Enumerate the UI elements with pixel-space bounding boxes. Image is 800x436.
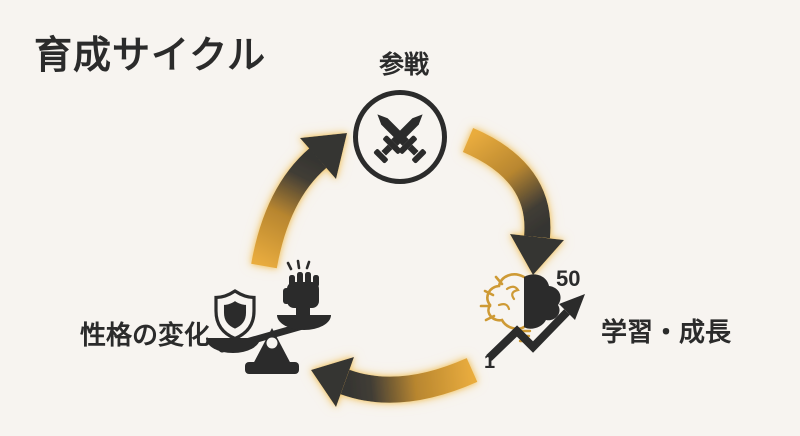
crossed-swords-icon	[353, 90, 447, 184]
growth-chart-end-value: 50	[556, 266, 581, 291]
cycle-arrow-battle-to-growth	[462, 128, 564, 275]
battle-node-label: 参戦	[378, 51, 430, 79]
balance-scale-icon	[206, 259, 331, 374]
growth-chart-start-value: 1	[484, 351, 496, 373]
cycle-arrow-growth-to-personality	[311, 357, 478, 407]
personality-node-label: 性格の変化	[80, 320, 211, 350]
brain-bulb-chart-icon	[479, 273, 585, 361]
growth-chart-arrow	[486, 294, 585, 361]
fist-icon	[283, 259, 319, 317]
brain-half	[524, 274, 561, 329]
growth-node-label: 学習・成長	[601, 317, 732, 347]
shield-icon	[214, 289, 256, 341]
page-title: 育成サイクル	[34, 35, 267, 77]
cycle-arrow-personality-to-battle	[251, 133, 347, 269]
